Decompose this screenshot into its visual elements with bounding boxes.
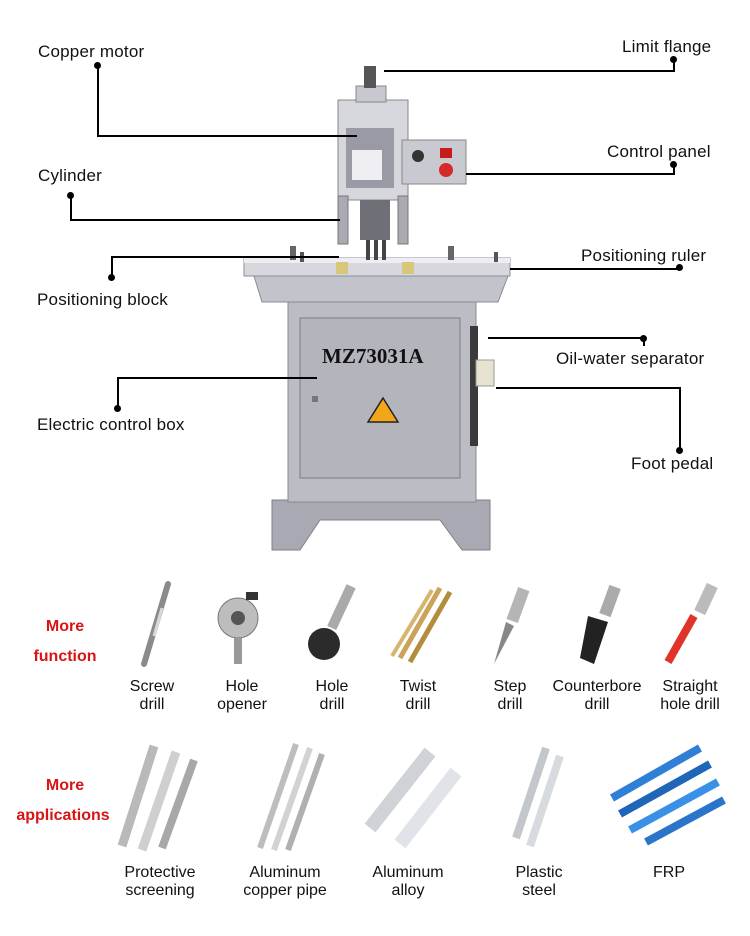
model-label: MZ73031A <box>322 344 424 368</box>
more-function-heading-2: function <box>33 648 97 665</box>
more-applications-heading-1: More <box>45 777 85 794</box>
straight-hole-drill-icon <box>664 582 718 664</box>
electric-control-box-dot <box>114 405 121 412</box>
protective-screening-icon <box>117 744 198 852</box>
callout-positioning-ruler: Positioning ruler <box>581 246 707 265</box>
positioning-block-dot <box>108 274 115 281</box>
callout-control-panel: Control panel <box>607 142 711 161</box>
callout-copper-motor: Copper motor <box>38 42 145 61</box>
counterbore-drill-icon <box>580 584 621 664</box>
positioning-ruler-dot <box>676 264 683 271</box>
aluminum-copper-pipe-icon <box>257 743 325 852</box>
screw-drill-icon <box>141 581 171 667</box>
applications-illustration <box>117 743 726 852</box>
callout-foot-pedal: Foot pedal <box>631 454 714 473</box>
drill-bits-illustration <box>141 581 718 667</box>
step-drill-icon <box>494 586 530 664</box>
callout-limit-flange: Limit flange <box>622 37 712 56</box>
foot-pedal-dot <box>676 447 683 454</box>
hole-opener-icon <box>217 592 259 664</box>
callout-oil-water-separator: Oil-water separator <box>556 349 705 368</box>
more-applications-heading-2: applications <box>16 807 110 824</box>
more-function-heading-1: More <box>45 618 85 635</box>
hole-drill-icon <box>308 584 356 660</box>
callout-electric-control-box: Electric control box <box>37 415 185 434</box>
plastic-steel-icon <box>512 746 564 848</box>
callout-positioning-block: Positioning block <box>37 290 168 309</box>
aluminum-alloy-icon <box>364 747 462 849</box>
twist-drill-icon <box>390 586 453 664</box>
frp-icon <box>610 744 726 846</box>
application-item: FRP <box>653 864 685 881</box>
machine-illustration <box>243 66 511 551</box>
callout-cylinder: Cylinder <box>38 166 102 185</box>
